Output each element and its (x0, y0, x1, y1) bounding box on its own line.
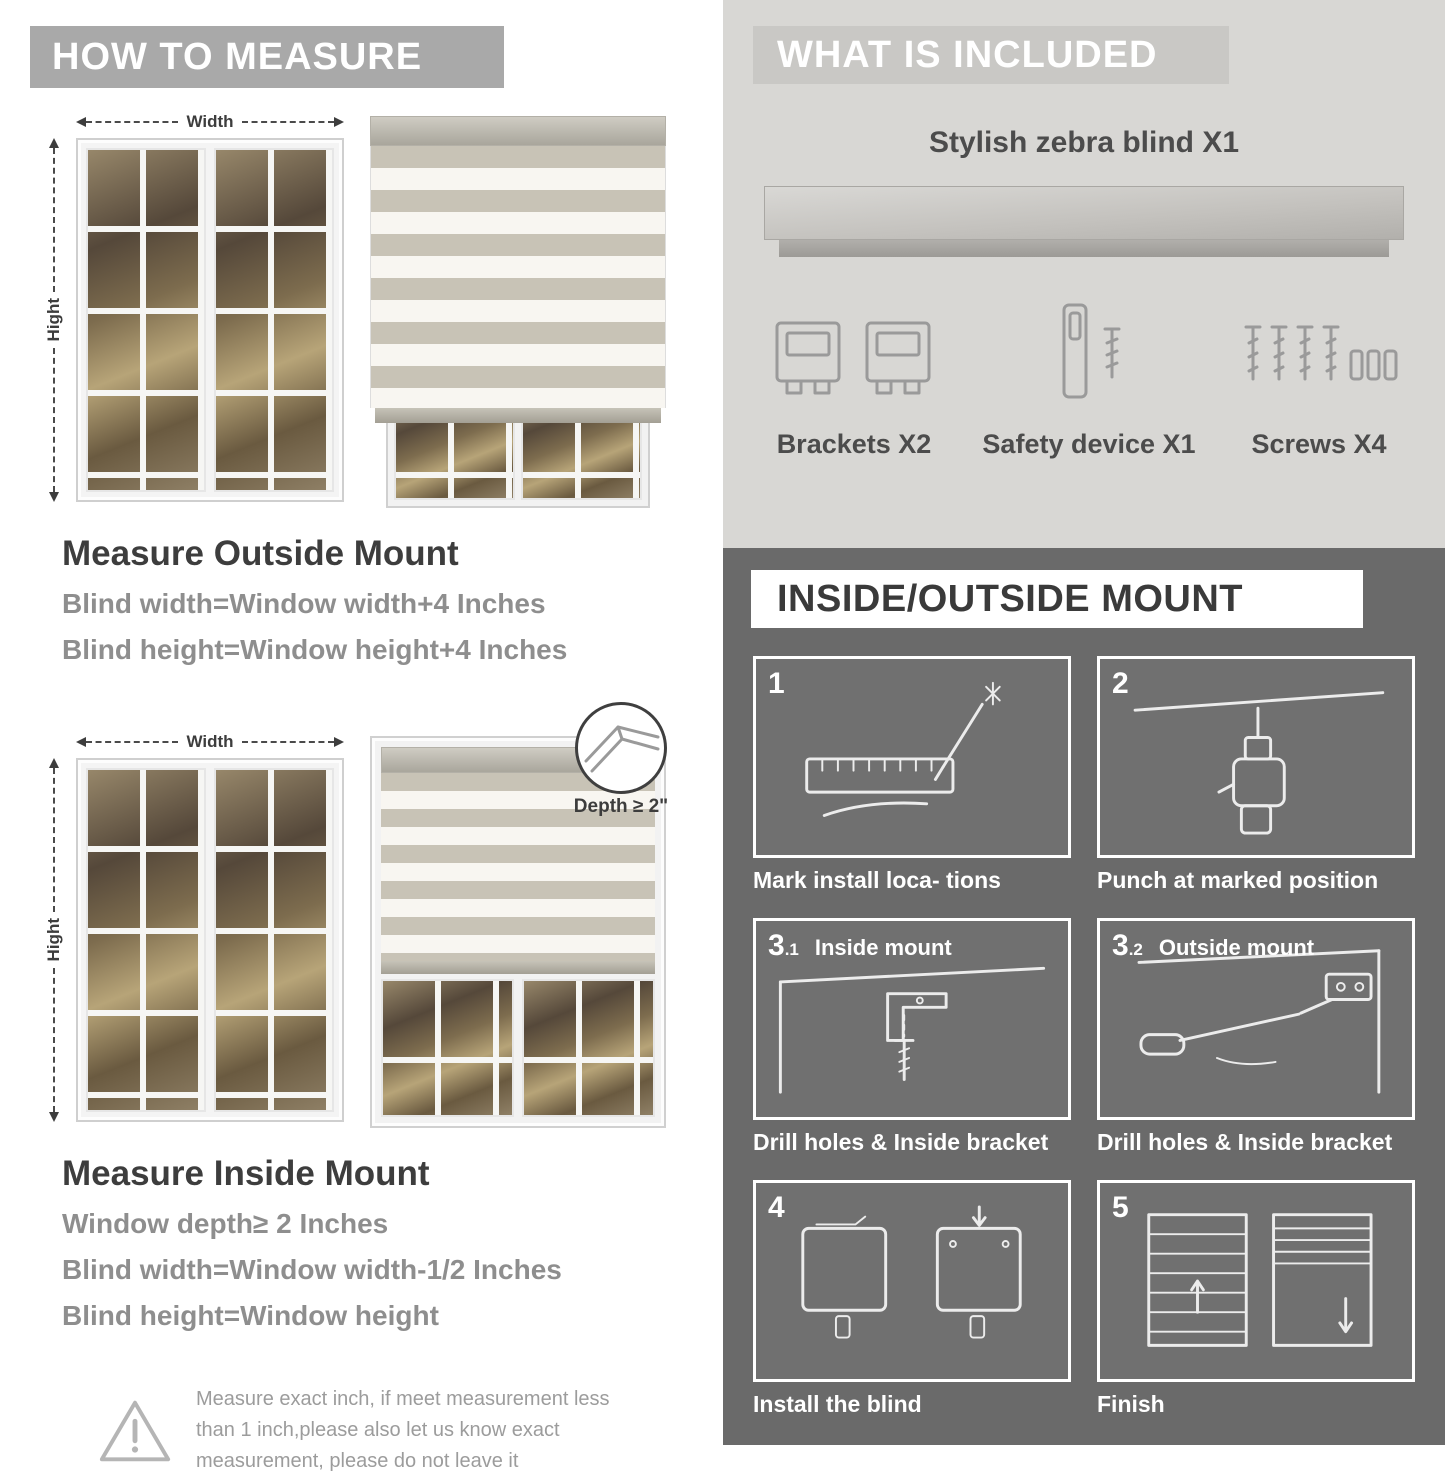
step-number: 5 (1112, 1191, 1129, 1224)
window-glass (86, 148, 206, 492)
package-items-row: Brackets X2 Safety device X1 (769, 299, 1399, 460)
inside-bracket-icon (778, 966, 1046, 1094)
how-to-measure-section: HOW TO MEASURE Width Hight (0, 0, 715, 1472)
item-label: Brackets X2 (776, 429, 932, 459)
width-dimension-arrow: Width (76, 110, 344, 134)
brackets-icon (775, 321, 931, 395)
screws-icon (1244, 325, 1398, 381)
window-glass (86, 768, 206, 1112)
height-dimension-arrow: Hight (42, 758, 66, 1122)
step-panel-3-2: 3.2 Outside mount (1097, 918, 1415, 1156)
width-dimension-label: Width (186, 112, 234, 131)
blind-bottom-rail (381, 961, 655, 974)
inside-mount-figures: Width Hight (42, 702, 715, 1128)
step-panel-3-1: 3.1 Inside mount (753, 918, 1071, 1156)
arrowhead-left-icon (76, 117, 86, 127)
formula-line: Blind height=Window height+4 Inches (62, 634, 568, 665)
arrowhead-up-icon (49, 138, 59, 148)
measure-outside-mount-title: Measure Outside Mount (62, 534, 459, 573)
depth-callout-label: Depth ≥ 2" (573, 796, 669, 817)
inside-outside-mount-section: INSIDE/OUTSIDE MOUNT 1 (723, 548, 1445, 1445)
window-glass (381, 979, 514, 1117)
arrowhead-right-icon (334, 737, 344, 747)
outside-mount-figures: Width Hight (42, 110, 715, 508)
warning-text: Measure exact inch, if meet measurement … (196, 1388, 610, 1472)
measurement-warning: Measure exact inch, if meet measurement … (96, 1384, 641, 1477)
width-dimension-label: Width (186, 732, 234, 751)
step-caption: Install the blind (753, 1391, 922, 1417)
width-dimension-arrow: Width (76, 730, 344, 754)
what-is-included-banner: WHAT IS INCLUDED (753, 26, 1229, 84)
height-dimension-label: Hight (44, 918, 63, 962)
window-glass (522, 979, 655, 1117)
outside-bracket-icon (1137, 949, 1381, 1094)
window-glass (214, 768, 334, 1112)
step-number: 2 (1112, 667, 1129, 700)
formula-line: Blind width=Window width-1/2 Inches (62, 1254, 562, 1285)
measure-inside-mount-title: Measure Inside Mount (62, 1154, 430, 1193)
formula-line: Blind width=Window width+4 Inches (62, 588, 546, 619)
window-photo (76, 758, 344, 1122)
arrowhead-right-icon (334, 117, 344, 127)
item-label: Screws X4 (1251, 429, 1387, 459)
step-panel-2: 2 Punch at marked position (1097, 656, 1415, 894)
arrowhead-left-icon (76, 737, 86, 747)
arrowhead-up-icon (49, 758, 59, 768)
what-is-included-section: WHAT IS INCLUDED Stylish zebra blind X1 (723, 0, 1445, 548)
window-photo (76, 138, 344, 502)
depth-callout: Depth ≥ 2" (556, 702, 686, 818)
step-label: Inside mount (814, 935, 952, 960)
depth-detail-circle-icon (575, 702, 667, 794)
brackets-item: Brackets X2 (769, 313, 939, 460)
formula-line: Blind height=Window height (62, 1300, 439, 1331)
height-dimension-label: Hight (44, 298, 63, 342)
item-label: Safety device X1 (982, 429, 1196, 459)
zebra-blind-figure-inside: Depth ≥ 2" (370, 702, 668, 1128)
drill-icon (1133, 691, 1385, 835)
formula-line: Window depth≥ 2 Inches (62, 1208, 389, 1239)
window-with-inside-blind (370, 736, 666, 1128)
blind-stripes (381, 773, 655, 961)
warning-triangle-icon (99, 1400, 171, 1461)
zebra-blind-figure-outside (370, 116, 666, 508)
column-divider (715, 0, 723, 1445)
step-panel-5: 5 (1097, 1180, 1415, 1418)
step-caption: Punch at marked position (1097, 867, 1379, 893)
headrail-image (764, 186, 1404, 257)
install-blind-icon (801, 1205, 1022, 1339)
step-caption: Drill holes & Inside bracket (1097, 1129, 1393, 1155)
window-glass (214, 148, 334, 492)
blind-bottom-rail (375, 408, 661, 423)
step-number: 4 (768, 1191, 785, 1224)
step-number: 3.2 Outside mount (1112, 929, 1315, 962)
window-measure-figure-inside: Width Hight (42, 730, 344, 1122)
step-number: 1 (768, 667, 785, 700)
product-name: Stylish zebra blind X1 (928, 126, 1240, 159)
window-measure-figure-outside: Width Hight (42, 110, 344, 502)
right-column: WHAT IS INCLUDED Stylish zebra blind X1 (723, 0, 1445, 1445)
mark-location-icon (805, 681, 1001, 817)
step-number: 3.1 Inside mount (768, 929, 952, 962)
window-panes-below-blind (381, 979, 655, 1117)
safety-device-icon (1062, 303, 1121, 399)
safety-device-item: Safety device X1 (982, 299, 1196, 460)
step-caption: Finish (1097, 1391, 1165, 1417)
step-panel-1: 1 (753, 656, 1071, 894)
how-to-measure-banner: HOW TO MEASURE (30, 26, 504, 88)
step-caption: Mark install loca- tions (753, 867, 1001, 893)
blind-stripes (370, 146, 666, 408)
height-dimension-arrow: Hight (42, 138, 66, 502)
inside-outside-mount-banner: INSIDE/OUTSIDE MOUNT (751, 570, 1363, 628)
blind-cassette (370, 116, 666, 146)
zebra-blind (370, 116, 666, 423)
arrowhead-down-icon (49, 492, 59, 502)
installation-steps-grid: 1 (753, 656, 1415, 1418)
finish-blind-icon (1147, 1213, 1373, 1347)
screws-item: Screws X4 (1239, 313, 1399, 460)
step-panel-4: 4 (753, 1180, 1071, 1418)
step-caption: Drill holes & Inside bracket (753, 1129, 1049, 1155)
step-label: Outside mount (1158, 935, 1315, 960)
arrowhead-down-icon (49, 1112, 59, 1122)
